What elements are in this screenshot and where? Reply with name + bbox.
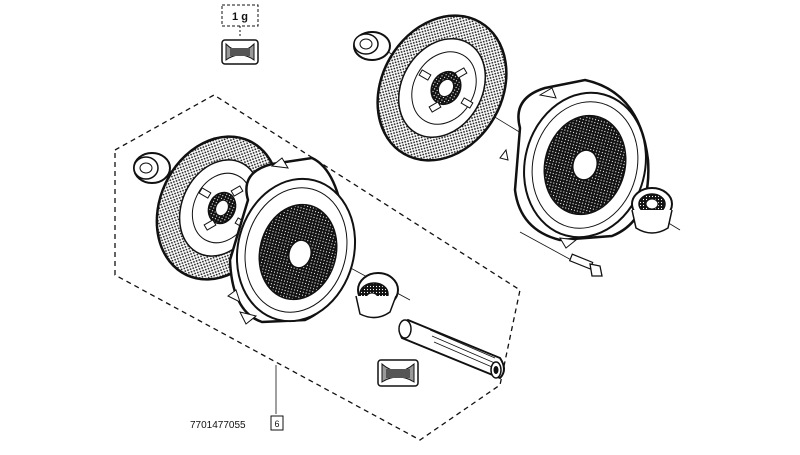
release-bearing-upper bbox=[631, 187, 673, 234]
grease-quantity-box: 1 g bbox=[221, 4, 259, 38]
kit-callout-number: 6 bbox=[274, 419, 279, 429]
grease-sachet-icon bbox=[377, 359, 419, 387]
grease-quantity-label: 1 g bbox=[232, 11, 248, 23]
alignment-shaft bbox=[398, 318, 505, 380]
pilot-bearing-lower bbox=[133, 152, 171, 184]
kit-callout-box: 6 bbox=[270, 415, 284, 431]
pressure-plate-lower bbox=[227, 156, 357, 325]
clutch-disc-upper bbox=[376, 14, 508, 162]
kit-boundary bbox=[114, 94, 521, 441]
pilot-bearing-upper bbox=[353, 31, 391, 61]
kit-part-number: 7701477055 bbox=[190, 420, 246, 431]
release-bearing-lower bbox=[355, 272, 399, 319]
pressure-plate-upper bbox=[499, 78, 650, 249]
bolt bbox=[519, 231, 603, 277]
grease-tube-icon bbox=[221, 39, 259, 65]
